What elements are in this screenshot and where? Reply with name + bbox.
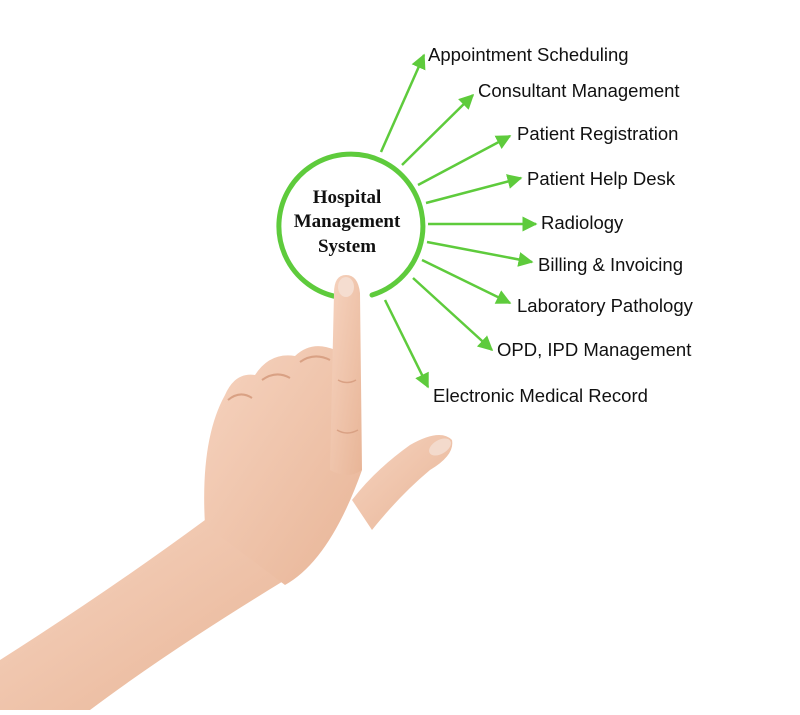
pointing-hand-icon	[0, 275, 453, 710]
branch-label-laboratory-pathology: Laboratory Pathology	[517, 295, 693, 316]
arrow-patient-help-desk	[425, 174, 523, 205]
arrow-electronic-medical-record	[383, 299, 430, 389]
arrow-consultant-management	[401, 93, 475, 166]
hub-title-line: System	[317, 235, 377, 257]
arrow-laboratory-pathology	[421, 258, 512, 305]
arrow-opd-ipd-management	[412, 277, 494, 352]
branch-label-electronic-medical-record: Electronic Medical Record	[433, 385, 648, 406]
branch-label-appointment-scheduling: Appointment Scheduling	[428, 44, 629, 65]
branch-label-billing-invoicing: Billing & Invoicing	[538, 254, 683, 275]
hub-title-line: Management	[293, 211, 401, 233]
branch-label-radiology: Radiology	[541, 212, 624, 233]
arrow-patient-registration	[417, 134, 512, 187]
arrow-appointment-scheduling	[379, 53, 426, 153]
connector-arrows	[379, 53, 538, 389]
hub-circle	[276, 151, 426, 300]
branch-label-patient-help-desk: Patient Help Desk	[527, 168, 676, 189]
branch-label-patient-registration: Patient Registration	[517, 123, 679, 144]
hub-title: Hospital Management System	[272, 186, 422, 259]
arrow-billing-invoicing	[426, 240, 534, 267]
branch-label-opd-ipd-management: OPD, IPD Management	[497, 339, 692, 360]
hub-title-line: Hospital	[312, 187, 382, 208]
branch-label-consultant-management: Consultant Management	[478, 80, 680, 101]
